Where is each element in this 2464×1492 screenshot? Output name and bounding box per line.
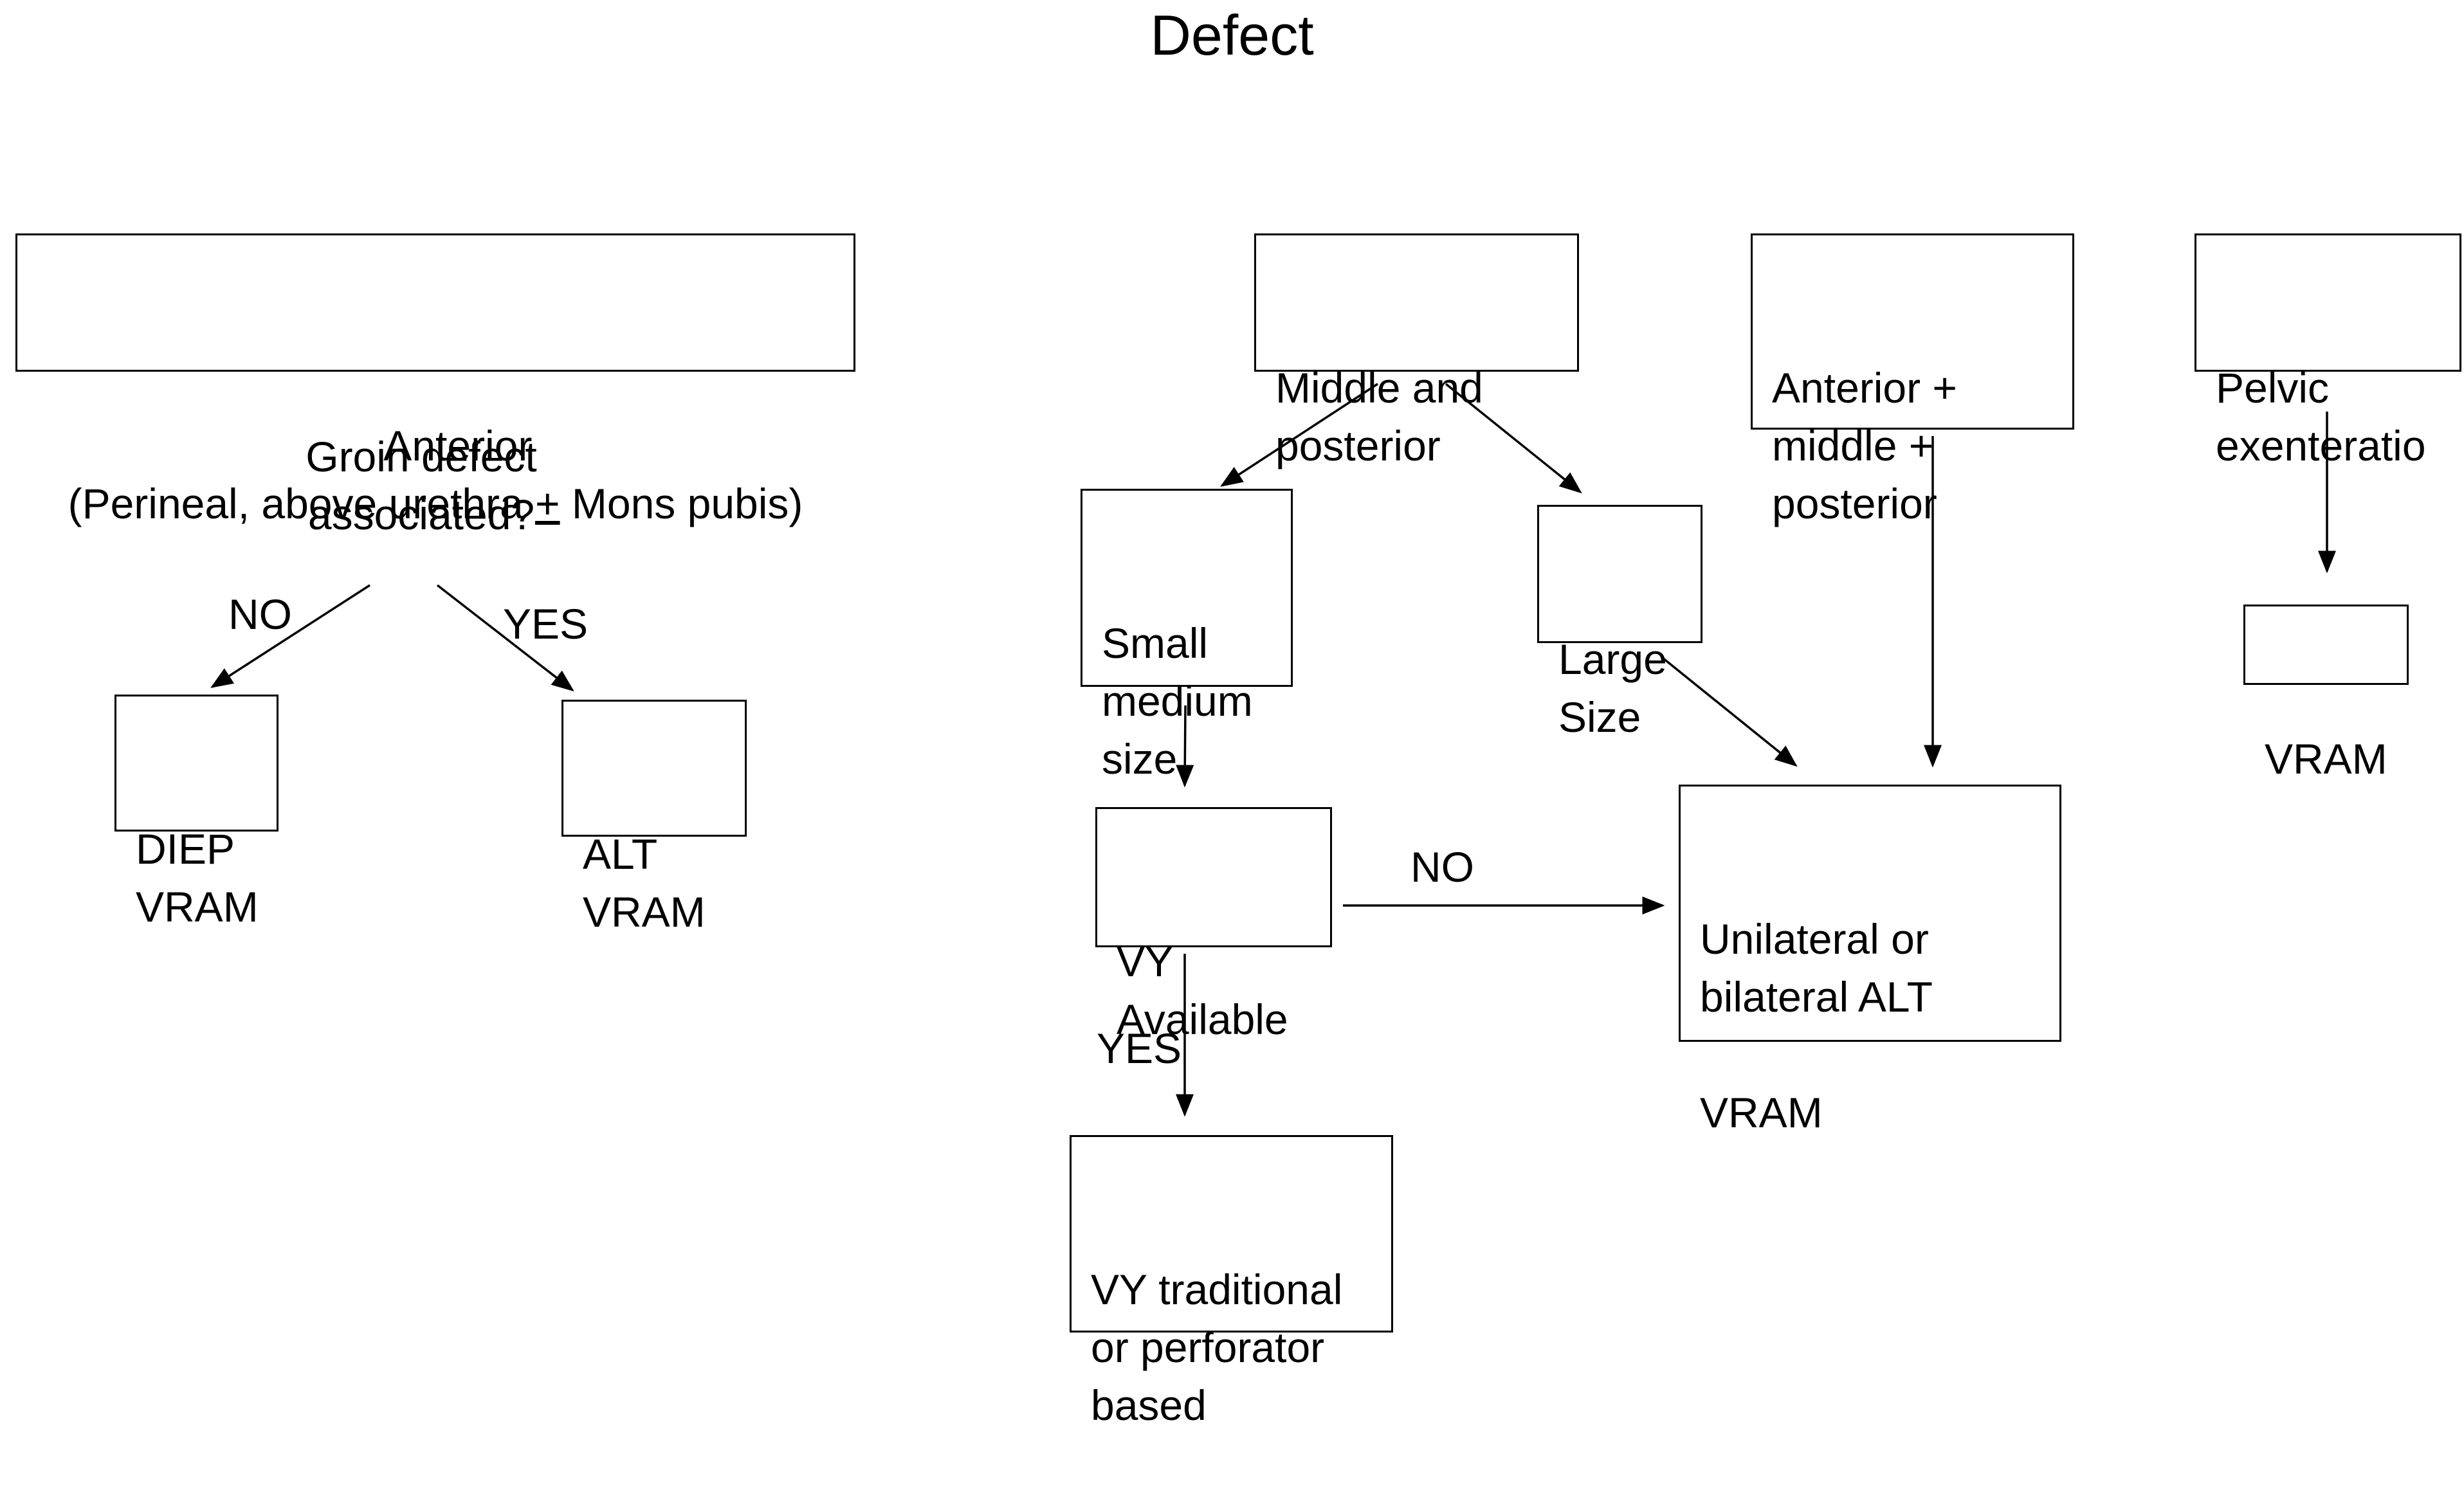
node-vram: VRAM: [2243, 605, 2409, 783]
node-anterior-line1: Anterior: [383, 422, 533, 469]
node-pelvic-exenteration-label: Pelvic exenteratio: [2216, 364, 2426, 469]
node-vy-available-label: VY Available: [1117, 938, 1288, 1043]
arrow-middle-to-large: [1445, 383, 1582, 494]
edge-label-vy-no: NO: [1410, 843, 1474, 891]
diagram-edges: [210, 383, 2336, 1117]
node-alt-vram: ALT VRAM: [561, 700, 747, 936]
diagram-title: Defect: [1150, 3, 1314, 67]
edge-label-groin-no: NO: [228, 590, 292, 638]
node-vram-label: VRAM: [2265, 735, 2387, 783]
node-anterior-middle-posterior: Anterior + middle + posterior: [1751, 233, 2074, 527]
node-groin-question: Groin defect associated?: [306, 433, 537, 538]
node-anterior: Anterior (Perineal, above urethra + Mons …: [15, 233, 855, 527]
node-large-size-label: Large Size: [1558, 635, 1667, 741]
node-small-medium-size: Small medium size: [1081, 489, 1293, 783]
plus-minus-symbol: +: [535, 480, 560, 527]
arrow-middle-to-small: [1220, 383, 1378, 487]
edge-label-groin-yes: YES: [503, 600, 589, 648]
node-alt-vram-label: ALT VRAM: [583, 830, 706, 936]
node-vy-available: VY Available: [1095, 807, 1332, 1043]
arrow-groin-no: [210, 584, 370, 688]
node-unilateral-bilateral-alt-vram: Unilateral or bilateral ALT VRAM: [1679, 785, 2061, 1136]
node-large-size: Large Size: [1537, 505, 1702, 741]
node-anterior-line2-pre: (Perineal, above urethra: [68, 480, 536, 527]
node-unilateral-bilateral-label: Unilateral or bilateral ALT VRAM: [1700, 915, 1933, 1136]
node-small-medium-size-label: Small medium size: [1102, 619, 1253, 783]
edge-label-vy-yes: YES: [1097, 1024, 1182, 1072]
node-middle-posterior: Middle and posterior: [1254, 233, 1579, 469]
node-diep-vram: DIEP VRAM: [114, 695, 278, 931]
arrow-groin-yes: [436, 584, 574, 692]
node-anterior-line2-post: Mons pubis): [560, 480, 803, 527]
node-anterior-middle-posterior-label: Anterior + middle + posterior: [1772, 364, 1957, 527]
node-diep-vram-label: DIEP VRAM: [136, 825, 259, 931]
arrow-large-to-unilateral: [1661, 657, 1798, 767]
node-pelvic-exenteration: Pelvic exenteratio: [2195, 233, 2461, 469]
